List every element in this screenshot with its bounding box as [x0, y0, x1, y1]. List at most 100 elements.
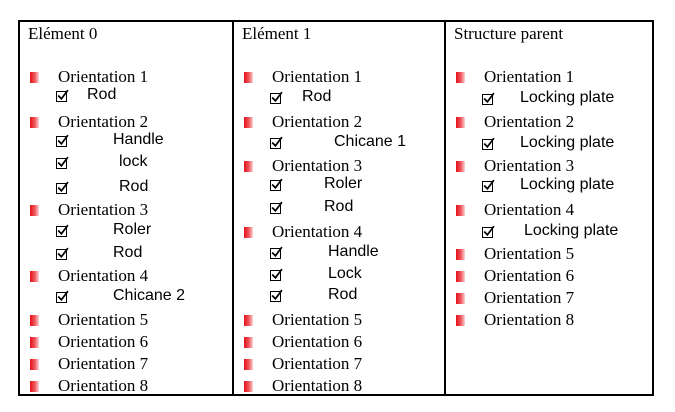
red-bullet-icon — [456, 72, 465, 83]
checked-checkbox-icon — [270, 91, 283, 104]
orientation-label: Orientation 2 — [272, 112, 363, 131]
orientation-label: Orientation 3 — [58, 200, 149, 219]
red-bullet-icon — [30, 72, 39, 83]
orientation-label: Orientation 1 — [272, 67, 363, 86]
component-label: Handle — [113, 131, 164, 148]
component-label: Lock — [328, 265, 362, 282]
orientation-item: Orientation 6 — [244, 332, 363, 352]
orientation-item: Orientation 1 — [30, 67, 149, 87]
orientation-label: Orientation 2 — [484, 112, 575, 131]
red-bullet-icon — [456, 315, 465, 326]
orientation-item: Orientation 4 — [30, 266, 149, 286]
orientation-item: Orientation 1 — [244, 67, 363, 87]
red-bullet-icon — [456, 249, 465, 260]
checked-checkbox-icon — [56, 89, 69, 102]
checked-checkbox-icon — [56, 247, 69, 260]
orientation-item: Orientation 2 — [456, 112, 575, 132]
orientation-label: Orientation 7 — [272, 354, 363, 373]
red-bullet-icon — [456, 161, 465, 172]
orientation-item: Orientation 4 — [456, 200, 574, 220]
red-bullet-icon — [30, 205, 39, 216]
orientation-label: Orientation 8 — [484, 310, 575, 329]
red-bullet-icon — [30, 271, 39, 282]
orientation-label: Orientation 2 — [58, 112, 149, 131]
component-item: Chicane 1 — [270, 133, 406, 151]
orientation-item: Orientation 5 — [456, 244, 575, 264]
red-bullet-icon — [244, 381, 253, 392]
component-item: Roler — [270, 175, 362, 193]
orientation-item: Orientation 7 — [456, 288, 574, 308]
red-bullet-icon — [456, 117, 465, 128]
component-label: Roler — [324, 175, 363, 192]
orientation-item: Orientation 2 — [30, 112, 149, 132]
checked-checkbox-icon — [270, 201, 283, 214]
orientation-item: Orientation 2 — [244, 112, 363, 132]
component-label: Roler — [113, 221, 152, 238]
red-bullet-icon — [244, 72, 253, 83]
red-bullet-icon — [30, 117, 39, 128]
component-item: Rod — [56, 86, 116, 104]
checked-checkbox-icon — [56, 181, 69, 194]
checked-checkbox-icon — [56, 134, 69, 147]
component-item: Chicane 2 — [56, 287, 185, 305]
orientation-label: Orientation 1 — [484, 67, 575, 86]
red-bullet-icon — [244, 161, 253, 172]
orientation-item: Orientation 6 — [30, 332, 148, 352]
column-title: Elément 0 — [28, 24, 98, 43]
orientation-label: Orientation 5 — [484, 244, 575, 263]
orientation-label: Orientation 6 — [272, 332, 363, 351]
component-item: Rod — [56, 244, 142, 262]
checked-checkbox-icon — [270, 136, 283, 149]
red-bullet-icon — [456, 271, 465, 282]
orientation-item: Orientation 8 — [456, 310, 575, 330]
component-item: Locking plate — [482, 134, 614, 152]
orientation-label: Orientation 8 — [272, 376, 363, 395]
orientation-label: Orientation 4 — [58, 266, 149, 285]
component-label: Rod — [119, 178, 149, 195]
component-label: Rod — [87, 86, 117, 103]
orientation-item: Orientation 8 — [30, 376, 149, 396]
checked-checkbox-icon — [482, 179, 495, 192]
orientation-label: Orientation 8 — [58, 376, 149, 395]
orientation-label: Orientation 3 — [484, 156, 575, 175]
orientation-label: Orientation 6 — [484, 266, 575, 285]
orientation-item: Orientation 6 — [456, 266, 575, 286]
component-label: Locking plate — [520, 134, 615, 151]
orientation-item: Orientation 5 — [30, 310, 149, 330]
orientation-item: Orientation 5 — [244, 310, 363, 330]
column-structure-parent: Structure parent Orientation 1 Locking pl… — [444, 22, 652, 394]
checked-checkbox-icon — [270, 289, 283, 302]
component-label: Handle — [328, 243, 379, 260]
orientation-label: Orientation 1 — [58, 67, 149, 86]
orientation-item: Orientation 8 — [244, 376, 363, 396]
red-bullet-icon — [456, 293, 465, 304]
component-label: Chicane 2 — [113, 287, 186, 304]
component-label: Rod — [113, 244, 143, 261]
component-item: Handle — [56, 131, 164, 149]
orientation-label: Orientation 7 — [58, 354, 149, 373]
component-label: lock — [119, 153, 148, 170]
orientation-item: Orientation 3 — [456, 156, 575, 176]
component-label: Rod — [328, 286, 358, 303]
column-title: Structure parent — [454, 24, 564, 43]
checked-checkbox-icon — [482, 137, 495, 150]
column-title: Elément 1 — [242, 24, 312, 43]
red-bullet-icon — [30, 359, 39, 370]
component-item: Locking plate — [482, 176, 614, 194]
checked-checkbox-icon — [482, 92, 495, 105]
orientation-label: Orientation 3 — [272, 156, 363, 175]
component-item: Locking plate — [482, 89, 614, 107]
component-item: Rod — [270, 88, 331, 106]
orientation-item: Orientation 4 — [244, 222, 362, 242]
component-item: Handle — [270, 243, 379, 261]
component-item: lock — [56, 153, 147, 171]
orientation-item: Orientation 3 — [244, 156, 363, 176]
orientation-label: Orientation 5 — [58, 310, 149, 329]
red-bullet-icon — [244, 359, 253, 370]
orientation-label: Orientation 5 — [272, 310, 363, 329]
red-bullet-icon — [244, 227, 253, 238]
checked-checkbox-icon — [482, 225, 495, 238]
component-label: Locking plate — [520, 176, 615, 193]
